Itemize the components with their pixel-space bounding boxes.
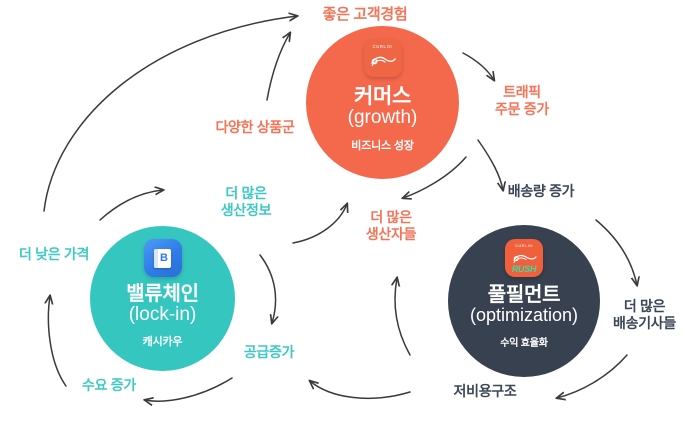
- valuechain-title-en: (lock-in): [128, 303, 197, 325]
- label-supply-increase: 공급증가: [243, 344, 295, 360]
- node-fulfillment[interactable]: CURLOI RUSH 풀필먼트 (optimization) 수익 효율화: [448, 225, 600, 377]
- fulfillment-app-icon: CURLOI RUSH: [505, 239, 543, 277]
- arrow-valuechain-to-demand: [145, 377, 233, 401]
- label-more-delivery-drivers: 더 많은 배송기사들: [613, 298, 676, 331]
- label-lower-price: 더 낮은 가격: [18, 246, 90, 262]
- commerce-icon-brandword: CURLOI: [372, 44, 393, 49]
- fulfillment-title-ko: 풀필먼트: [487, 284, 561, 306]
- arrow-fulfillment-to-producers: [395, 278, 411, 356]
- label-good-customer-experience: 좋은 고객경험: [322, 6, 408, 23]
- arrow-commerce-to-customer-experience: [266, 33, 290, 101]
- valuechain-title-ko: 밸류체인: [126, 283, 199, 305]
- arrow-outer-loop-to-customer-experience: [43, 16, 297, 212]
- label-delivery-volume-increase: 배송량 증가: [507, 183, 575, 199]
- arrow-production-info-to-commerce: [292, 204, 347, 244]
- fulfillment-icon-glyph: [512, 254, 537, 263]
- commerce-icon-glyph: [370, 56, 396, 67]
- arrow-valuechain-to-supply: [259, 254, 276, 323]
- commerce-title-en: (growth): [347, 106, 418, 128]
- label-demand-increase: 수요 증가: [82, 377, 136, 393]
- arrow-commerce-to-traffic: [462, 52, 494, 80]
- fulfillment-title-en: (optimization): [469, 304, 579, 325]
- commerce-app-icon: CURLOI: [363, 39, 402, 77]
- node-valuechain[interactable]: B 밸류체인 (lock-in) 캐시카우: [90, 226, 235, 371]
- label-low-cost-structure: 저비용구조: [453, 383, 517, 399]
- fulfillment-icon-brandword: CURLOI: [515, 243, 533, 248]
- arrow-demand-to-lower-price: [48, 296, 67, 387]
- arrow-valuechain-to-production-info: [99, 190, 163, 221]
- valuechain-subtitle: 캐시카우: [142, 335, 183, 348]
- value-chain-icon-letter: B: [160, 251, 168, 264]
- label-traffic-order-increase: 트래픽 주문 증가: [495, 84, 549, 117]
- value-chain-icon-card: B: [154, 248, 171, 268]
- arrow-low-cost-to-valuechain: [310, 381, 411, 400]
- label-more-producers: 더 많은 생산자들: [365, 209, 417, 242]
- value-chain-app-icon: B: [143, 239, 182, 277]
- label-diverse-product-range: 다양한 상품군: [215, 119, 295, 135]
- node-commerce[interactable]: CURLOI 커머스 (growth) 비즈니스 성장: [306, 26, 459, 179]
- commerce-subtitle: 비즈니스 성장: [351, 139, 414, 152]
- fulfillment-subtitle: 수익 효율화: [500, 337, 548, 349]
- arrow-fulfillment-to-drivers: [595, 219, 637, 285]
- label-more-production-info: 더 많은 생산정보: [220, 185, 272, 218]
- fulfillment-icon-rushword: RUSH: [511, 264, 537, 274]
- commerce-title-ko: 커머스: [353, 85, 412, 108]
